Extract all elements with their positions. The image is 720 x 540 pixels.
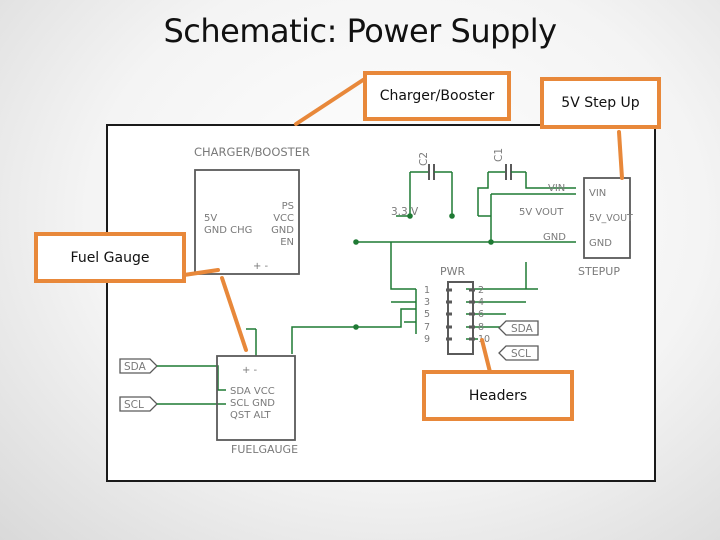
net-tag-sda-left: SDA — [119, 358, 158, 374]
slide-title: Schematic: Power Supply — [163, 12, 557, 50]
pwr-pin-9: 9 — [424, 334, 430, 345]
pwr-pin-8: 8 — [478, 322, 484, 333]
fuelgauge-row-1: SDA VCC — [230, 386, 275, 397]
charger-connector — [294, 78, 365, 126]
pwr-pin-3: 3 — [424, 297, 430, 308]
stepup-block: VIN 5V_VOUT GND STEPUP — [578, 177, 633, 278]
charger-left-pins: 5V — [204, 213, 217, 224]
schematic-frame — [106, 124, 656, 482]
c1-label: C1 — [493, 148, 505, 162]
charger-pin-ps: PS — [282, 201, 294, 212]
pwr-box — [447, 281, 474, 355]
stepup-pin-vin: VIN — [589, 188, 606, 199]
stepup-callout: 5V Step Up — [540, 77, 661, 129]
net-tag-scl-right: SCL — [498, 345, 539, 361]
pwr-pin-6: 6 — [478, 309, 484, 320]
stepup-callout-label: 5V Step Up — [561, 95, 640, 111]
charger-booster-block: CHARGER/BOOSTER 5V GND CHG PS VCC GND EN… — [194, 145, 310, 275]
fuelgauge-box — [216, 355, 296, 441]
schematic-diagram: CHARGER/BOOSTER 5V GND CHG PS VCC GND EN… — [106, 124, 656, 482]
stepup-pin-vout: 5V_VOUT — [589, 213, 633, 224]
pwr-pin-4: 4 — [478, 297, 484, 308]
pwr-pin-7: 7 — [424, 322, 430, 333]
charger-pin-gnd: GND — [271, 225, 294, 236]
stepup-pin-gnd: GND — [589, 238, 612, 249]
charger-pin-vcc: VCC — [273, 213, 294, 224]
fuel-gauge-callout-label: Fuel Gauge — [70, 249, 150, 266]
headers-callout-label: Headers — [468, 387, 528, 404]
charger-booster-callout: Charger/Booster — [363, 71, 511, 121]
headers-callout: Headers — [422, 370, 574, 421]
fuelgauge-top-pins: + - — [242, 365, 258, 376]
fuelgauge-title: FUELGAUGE — [231, 443, 298, 456]
fuel-gauge-wires — [157, 365, 226, 405]
stepup-box — [583, 177, 631, 259]
net-gnd-label: GND — [543, 232, 566, 243]
capacitor-c1: C1 — [488, 148, 526, 180]
pwr-title: PWR — [440, 265, 466, 278]
capacitor-c2: C2 — [410, 152, 452, 180]
charger-title: CHARGER/BOOSTER — [194, 145, 310, 159]
fuelgauge-block: + - SDA VCC SCL GND QST ALT FUELGAUGE — [216, 355, 298, 456]
net-5v-vout-label: 5V VOUT — [519, 207, 564, 218]
svg-text:SCL: SCL — [124, 399, 144, 411]
net-3v3-label: 3.3 V — [391, 206, 419, 218]
fuelgauge-row-2: SCL GND — [230, 398, 275, 409]
pwr-pin-2: 2 — [478, 285, 484, 296]
pwr-pin-1: 1 — [424, 285, 430, 296]
net-tag-sda-right: SDA — [498, 320, 539, 336]
svg-text:SDA: SDA — [124, 361, 147, 373]
charger-bottom-pins: + - — [253, 261, 269, 272]
charger-pin-en: EN — [280, 237, 294, 248]
stepup-title: STEPUP — [578, 265, 620, 278]
charger-box — [194, 169, 300, 275]
pwr-pin-5: 5 — [424, 309, 430, 320]
junction-dots — [353, 213, 494, 330]
fuelgauge-row-3: QST ALT — [230, 410, 272, 421]
net-tag-scl-left: SCL — [119, 396, 158, 412]
svg-text:SDA: SDA — [511, 323, 534, 335]
net-vin-label: VIN — [548, 183, 565, 194]
charger-booster-callout-label: Charger/Booster — [379, 88, 495, 104]
fuel-gauge-callout: Fuel Gauge — [34, 232, 186, 283]
charger-left-pins-2: GND CHG — [204, 225, 252, 236]
pwr-pin-10: 10 — [478, 334, 490, 345]
c2-label: C2 — [418, 152, 430, 166]
wires — [246, 172, 576, 356]
svg-text:SCL: SCL — [511, 348, 531, 360]
